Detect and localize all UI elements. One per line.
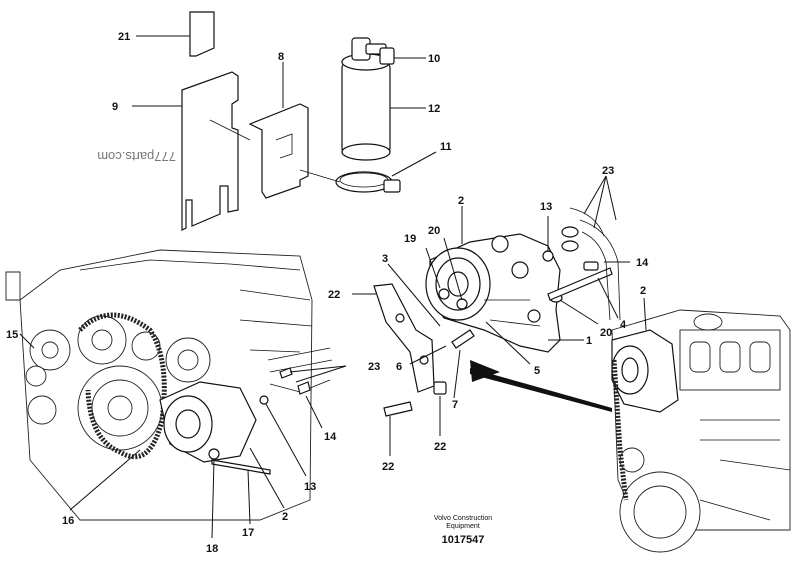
callout-15: 15 (6, 329, 18, 341)
brand-line-1: Volvo Construction (433, 515, 493, 522)
callout-4: 4 (620, 319, 627, 331)
receiver-drier-part (341, 37, 426, 161)
callout-3: 3 (382, 253, 388, 265)
callout-22-left: 22 (328, 289, 340, 301)
compressor-fasteners (425, 216, 630, 325)
location-arrow (470, 360, 612, 412)
callout-11: 11 (440, 141, 452, 153)
callout-19: 19 (404, 233, 416, 245)
callout-2-top: 2 (458, 195, 464, 207)
callout-14-left: 14 (324, 431, 337, 443)
callout-20-top: 20 (428, 225, 440, 237)
callout-22-mid: 22 (434, 441, 446, 453)
callout-labels: 21 8 10 9 12 11 23 2 13 19 20 14 3 22 2 … (6, 31, 649, 555)
callout-7: 7 (452, 399, 458, 411)
callout-2-right: 2 (640, 285, 646, 297)
shield-plate-part (132, 71, 239, 231)
callout-21: 21 (118, 31, 130, 43)
callout-23-left: 23 (368, 361, 380, 373)
callout-13-left: 13 (304, 481, 316, 493)
clamp-part (299, 151, 437, 193)
callout-10: 10 (428, 53, 440, 65)
callout-2-left: 2 (282, 511, 288, 523)
callout-22-bottom: 22 (382, 461, 394, 473)
brand-line-2: Equipment (446, 523, 480, 530)
ac-compressor-part (425, 206, 584, 353)
callout-18: 18 (206, 543, 218, 555)
bracket-part (209, 62, 309, 199)
callout-14-top: 14 (636, 257, 649, 269)
callout-12: 12 (428, 103, 440, 115)
callout-23-top: 23 (602, 165, 614, 177)
engine-detail-right (611, 297, 791, 553)
engine-detail-left (5, 249, 347, 539)
drawing-number: 1017547 (441, 534, 485, 546)
watermark-text: 777parts.com (97, 149, 176, 164)
callout-17: 17 (242, 527, 254, 539)
footer-block: Volvo Construction Equipment 1017547 (418, 515, 508, 546)
label-sheet-part (136, 11, 215, 57)
bolt-parts (383, 321, 531, 456)
callout-5: 5 (534, 365, 540, 377)
callout-20-mid: 20 (600, 327, 612, 339)
callout-1: 1 (586, 335, 592, 347)
callout-9: 9 (112, 101, 118, 113)
callout-13-top: 13 (540, 201, 552, 213)
callout-8: 8 (278, 51, 284, 63)
callout-6: 6 (396, 361, 402, 373)
hose-part (569, 175, 621, 321)
callout-16: 16 (62, 515, 74, 527)
